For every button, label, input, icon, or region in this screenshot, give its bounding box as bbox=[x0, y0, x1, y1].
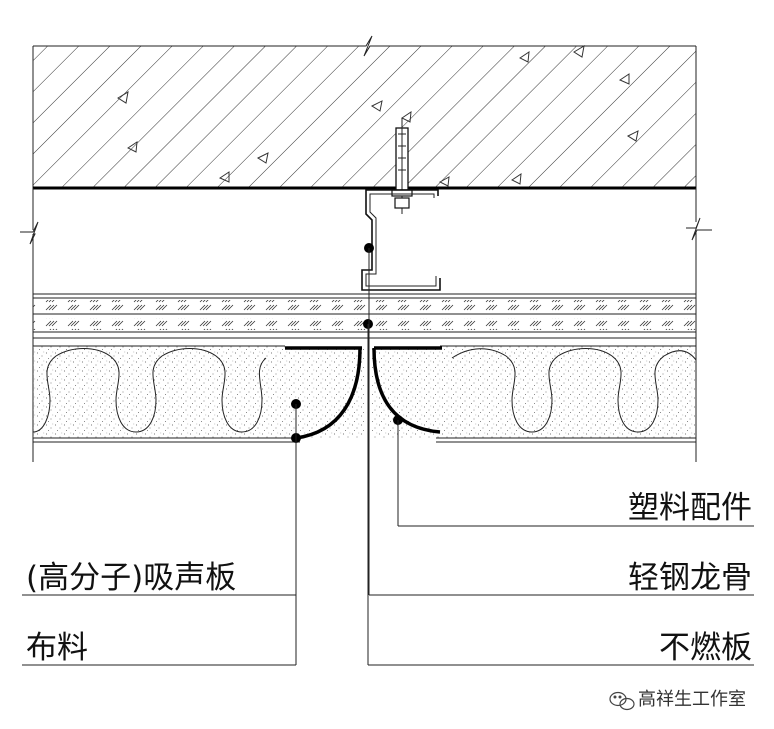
noncombustible-board-layer bbox=[33, 293, 696, 339]
anchor-bolt bbox=[391, 118, 413, 214]
leader-lines bbox=[22, 248, 754, 666]
label-plastic-fitting: 塑料配件 bbox=[628, 490, 752, 526]
wechat-icon bbox=[609, 691, 635, 711]
concrete-slab bbox=[32, 35, 697, 188]
label-light-steel-keel: 轻钢龙骨 bbox=[628, 560, 752, 596]
aggregate-marks bbox=[117, 45, 639, 187]
label-fabric: 布料 bbox=[26, 630, 88, 666]
acoustic-panel-left bbox=[32, 345, 365, 443]
watermark: 高祥生工作室 bbox=[609, 689, 746, 711]
label-noncombustible-board: 不燃板 bbox=[659, 630, 752, 666]
label-polymer-acoustic-panel: (高分子)吸声板 bbox=[26, 560, 236, 596]
acoustic-panel-right bbox=[372, 345, 697, 443]
plastic-fitting-left bbox=[285, 346, 362, 440]
plastic-fitting-right bbox=[372, 346, 442, 434]
watermark-text: 高祥生工作室 bbox=[638, 689, 746, 710]
